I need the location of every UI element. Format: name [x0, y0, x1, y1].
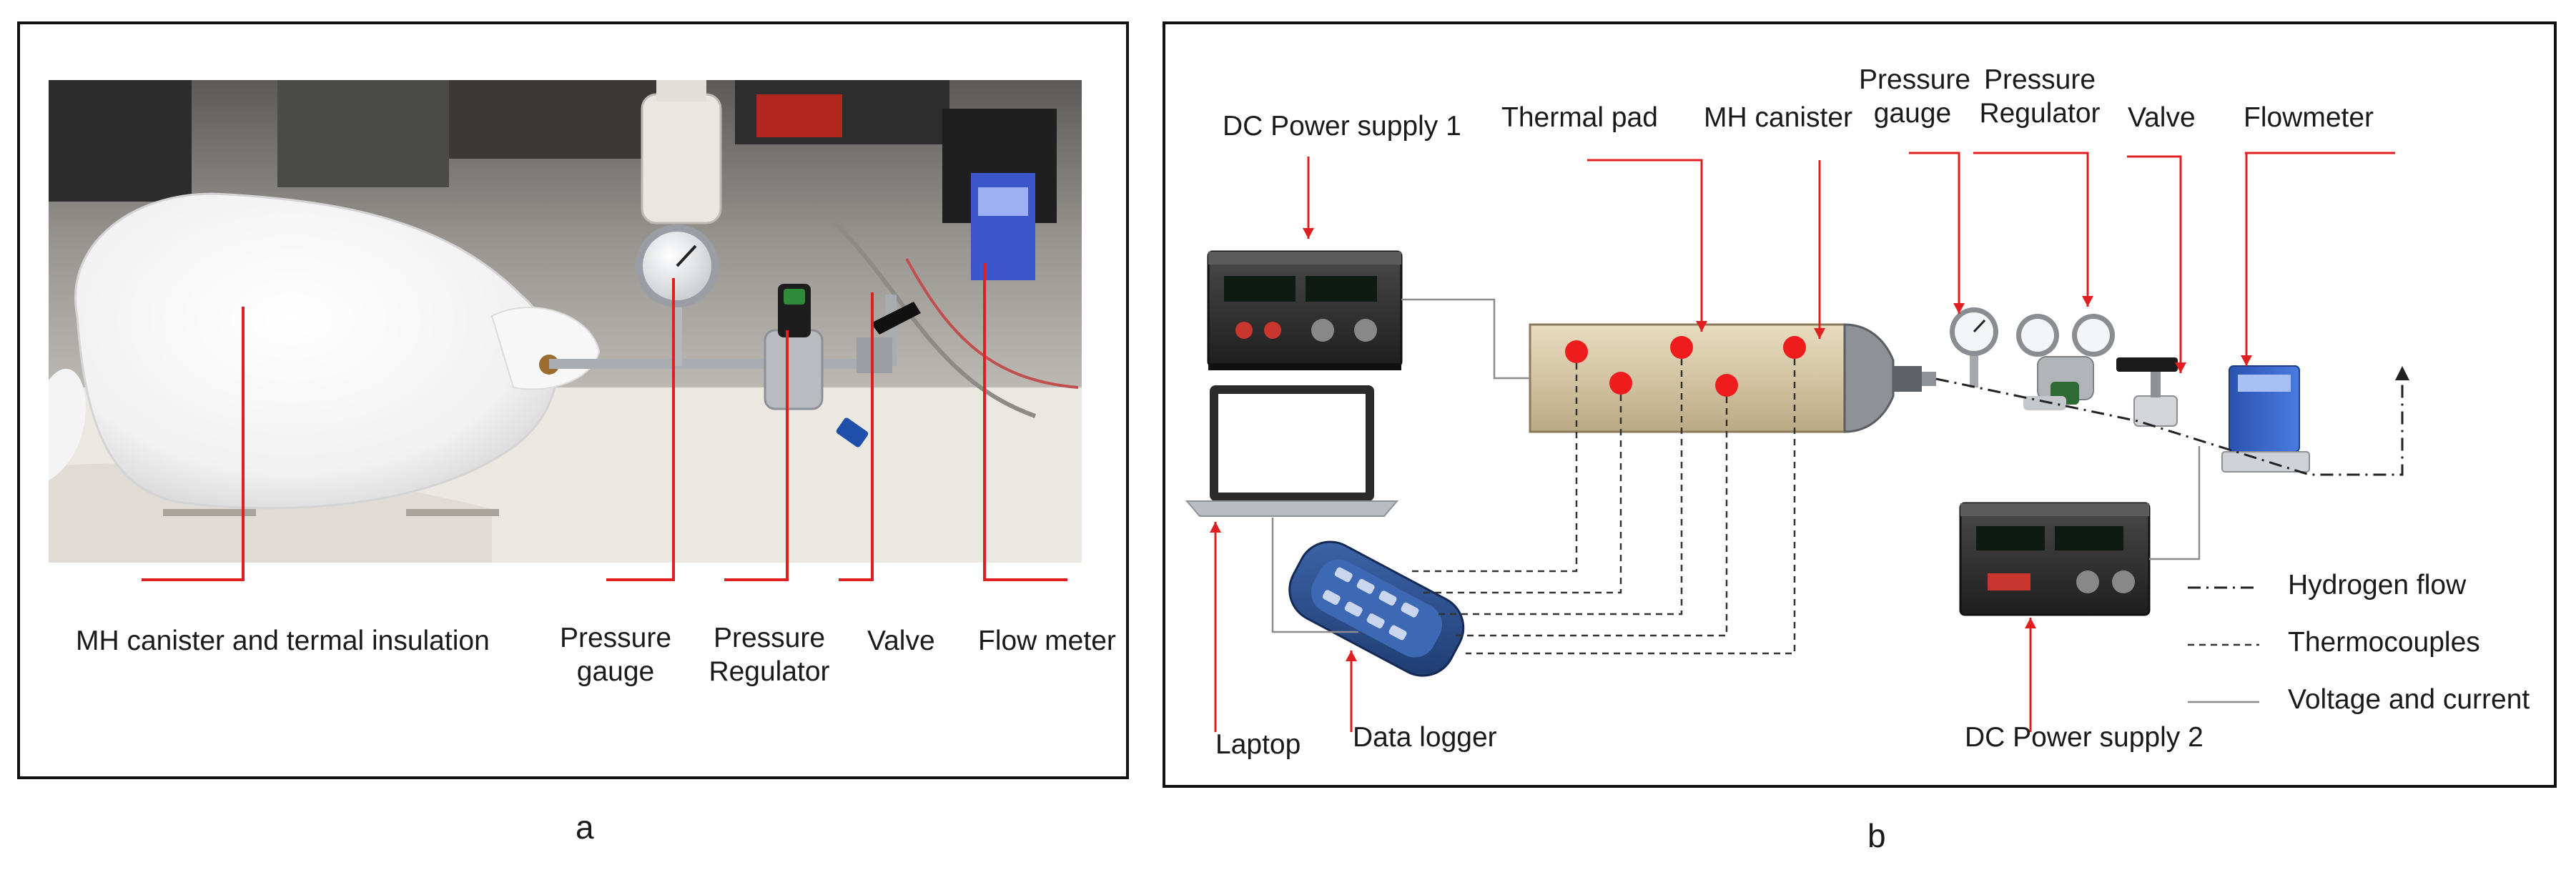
- valve-illustration: [2116, 357, 2178, 427]
- legend-samples: [2188, 586, 2259, 703]
- callout-regulator: [1973, 152, 2089, 307]
- data-logger-illustration: [1288, 540, 1465, 677]
- callout-gauge: [1909, 152, 1960, 314]
- label-mh-canister: MH canister: [1704, 102, 1853, 133]
- arrowhead-data-logger: [1346, 651, 1357, 661]
- experimental-setup-photo: [49, 80, 1082, 563]
- dc-power-supply-2: [1959, 502, 2151, 616]
- arrowhead-gauge: [1953, 303, 1965, 314]
- arrowhead-thermal-pad: [1696, 321, 1707, 332]
- pressure-gauge-illustration: [1950, 307, 1998, 387]
- thermocouple-points: [1565, 336, 1806, 397]
- label-valve: Valve: [867, 626, 935, 656]
- panel-b-callouts: [1214, 152, 2395, 732]
- label-pressure-regulator: Pressure Regulator: [698, 622, 841, 689]
- label-pressure-regulator-b: Pressure Regulator: [1972, 64, 2108, 131]
- panel-b-schematic-frame: DC Power supply 1 Thermal pad MH caniste…: [1163, 21, 2557, 788]
- label-dc-power-supply-2: DC Power supply 2: [1965, 722, 2204, 753]
- photo-illustration: [49, 80, 1082, 563]
- label-pressure-gauge-line1: Pressure: [559, 623, 672, 653]
- legend-thermocouples: Thermocouples: [2288, 627, 2480, 658]
- label-thermal-pad: Thermal pad: [1501, 102, 1658, 133]
- label-pressure-gauge-b-line1: Pressure: [1859, 64, 1971, 95]
- arrowhead-regulator: [2082, 296, 2093, 307]
- label-flow-meter: Flow meter: [978, 626, 1116, 656]
- callout-valve: [2127, 155, 2182, 373]
- arrowhead-dc1: [1303, 228, 1314, 239]
- label-flowmeter-b: Flowmeter: [2244, 102, 2374, 133]
- label-pressure-regulator-line2: Regulator: [709, 656, 830, 687]
- schematic-diagram: [1185, 152, 2409, 732]
- panel-letter-b: b: [1867, 817, 1886, 854]
- label-data-logger: Data logger: [1353, 722, 1497, 753]
- legend-hydrogen-flow: Hydrogen flow: [2288, 570, 2467, 600]
- label-dc-power-supply-1: DC Power supply 1: [1223, 111, 1461, 142]
- label-pressure-regulator-b-line1: Pressure: [1983, 64, 2096, 95]
- arrowhead-mh-canister: [1814, 328, 1825, 339]
- callout-thermal-pad: [1587, 159, 1703, 332]
- arrowhead-flowmeter: [2241, 355, 2252, 366]
- panel-letter-a: a: [576, 809, 594, 846]
- arrowhead-laptop: [1210, 522, 1221, 533]
- dc-power-supply-1: [1207, 250, 1403, 370]
- label-pressure-regulator-line1: Pressure: [713, 623, 826, 653]
- label-pressure-gauge-b-line2: gauge: [1873, 97, 1952, 129]
- flowmeter-illustration: [2221, 365, 2310, 473]
- label-pressure-regulator-b-line2: Regulator: [1979, 97, 2101, 129]
- label-pressure-gauge: Pressure gauge: [555, 622, 676, 689]
- legend-voltage-current: Voltage and current: [2288, 684, 2530, 715]
- panel-a-photo-frame: MH canister and termal insulation Pressu…: [17, 21, 1129, 779]
- label-pressure-gauge-line2: gauge: [576, 656, 655, 687]
- voltage-current-wires: [1271, 298, 2201, 633]
- arrowhead-dc2: [2025, 618, 2036, 628]
- pressure-regulator-illustration: [2016, 314, 2115, 410]
- arrowhead-valve: [2175, 362, 2186, 373]
- thermocouple-wires: [1408, 359, 1796, 655]
- label-pressure-gauge-b: Pressure gauge: [1859, 64, 1971, 131]
- hydrogen-flow-arrow: [2395, 366, 2409, 380]
- label-valve-b: Valve: [2128, 102, 2196, 133]
- hydrogen-flow-line: [1935, 377, 2404, 476]
- laptop-illustration: [1185, 385, 1399, 517]
- label-laptop: Laptop: [1215, 729, 1301, 760]
- label-canister-insulation: MH canister and termal insulation: [76, 626, 490, 656]
